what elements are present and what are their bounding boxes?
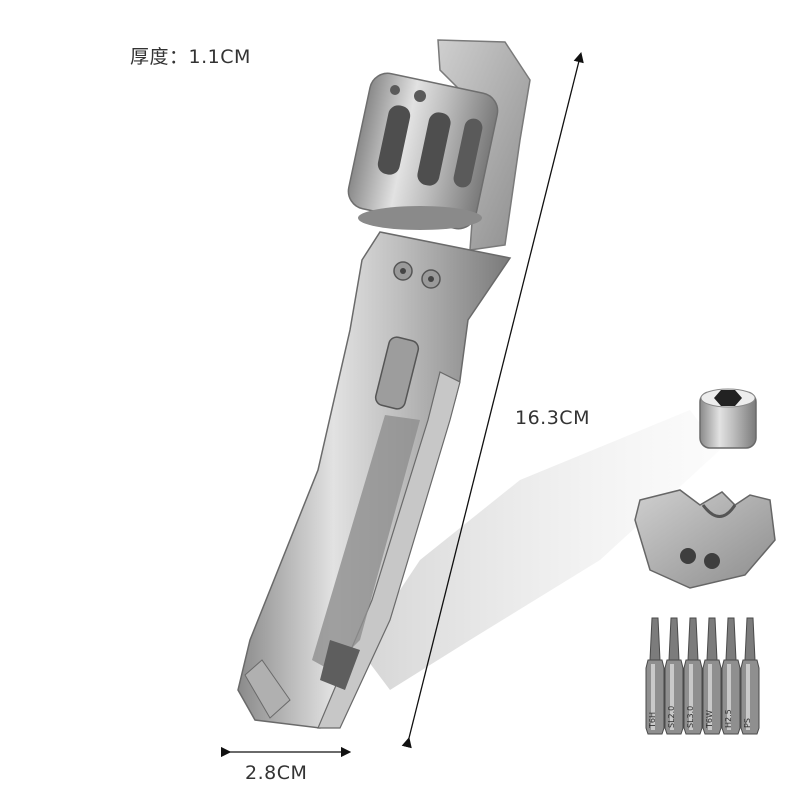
bit-cylinder xyxy=(347,72,499,230)
bit-marking: PS xyxy=(743,718,752,728)
bit-marking: SL3.0 xyxy=(686,706,695,728)
bottle-opener xyxy=(634,489,776,589)
screwdriver-bit: H2.5 xyxy=(721,617,741,735)
screwdriver-bit: PS xyxy=(740,617,760,735)
bit-marking: T6H xyxy=(648,712,657,729)
bit-marking: SL2.0 xyxy=(667,706,676,728)
length-dimension-line xyxy=(401,51,584,749)
bit-marking: H2.5 xyxy=(724,709,733,728)
screwdriver-bit: T6H xyxy=(645,617,665,735)
hex-socket xyxy=(699,388,757,449)
width-label: 2.8CM xyxy=(245,762,308,784)
thickness-label: 厚度：1.1CM xyxy=(130,46,251,68)
blade-slot xyxy=(312,415,420,670)
screwdriver-bit: SL2.0 xyxy=(664,617,684,735)
screwdriver-bit: SL3.0 xyxy=(683,617,703,735)
screwdriver-bits: T6H SL2.0 SL3.0 T6W H2.5 PS xyxy=(645,617,760,735)
length-label: 16.3CM xyxy=(515,407,590,429)
screwdriver-bit: T6W xyxy=(702,617,722,735)
bit-marking: T6W xyxy=(705,710,714,729)
